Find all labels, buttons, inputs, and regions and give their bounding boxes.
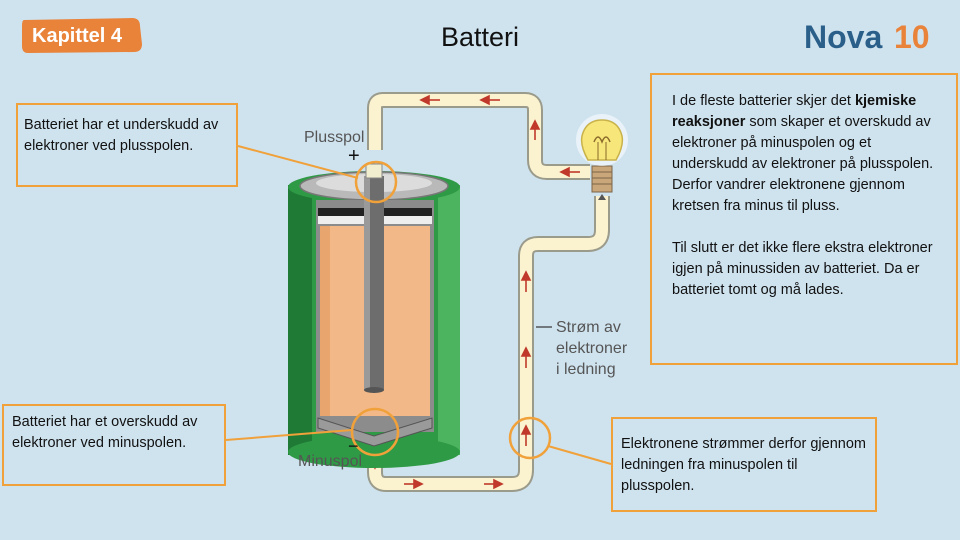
explanation-paragraph-2: Til slutt er det ikke flere ekstra elekt… — [672, 240, 933, 298]
plus-pole-label: Plusspol — [304, 129, 364, 146]
arrow-right-upper — [529, 119, 541, 140]
plus-symbol: + — [348, 145, 360, 167]
callout-flow-text: Elektronene strømmer derfor gjennom ledn… — [621, 436, 866, 494]
arrow-top-left — [419, 94, 440, 106]
chapter-badge: Kapittel 4 — [22, 18, 142, 53]
plus-pole-highlight — [354, 160, 398, 204]
arrow-right-wire-2 — [520, 346, 532, 368]
pointer-plus — [237, 145, 359, 179]
callout-minus-text: Batteriet har et overskudd av elektroner… — [12, 414, 198, 451]
logo-text: Nova — [804, 19, 882, 55]
light-bulb — [576, 114, 628, 200]
callout-flow: Elektronene strømmer derfor gjennom ledn… — [611, 417, 877, 512]
current-label-line1: Strøm av — [556, 319, 621, 336]
explanation-p1-after: som skaper et overskudd av elektroner på… — [672, 114, 934, 214]
arrow-bottom-1 — [484, 478, 504, 490]
callout-plus-side: Batteriet har et underskudd av elektrone… — [16, 103, 238, 187]
explanation-paragraph-1: I de fleste batterier skjer det kjemiske… — [672, 91, 946, 217]
callout-plus-text: Batteriet har et underskudd av elektrone… — [24, 117, 219, 154]
current-label-line2: elektroner — [556, 340, 628, 357]
battery — [288, 163, 460, 468]
arrow-bottom-2 — [404, 478, 424, 490]
arrow-right-wire-3 — [520, 424, 532, 446]
wire-highlight — [508, 416, 552, 460]
explanation-p1-bold: kjemiske reaksjoner — [672, 93, 917, 130]
logo-number: 10 — [894, 19, 930, 55]
current-label-line3: i ledning — [556, 361, 616, 378]
callout-explanation: I de fleste batterier skjer det kjemiske… — [650, 73, 958, 365]
minus-symbol: − — [348, 436, 359, 456]
explanation-p1-before: I de fleste batterier skjer det — [672, 93, 855, 109]
pointer-minus — [225, 429, 353, 441]
arrow-right-wire-1 — [520, 270, 532, 292]
nova-logo: Nova 10 — [804, 19, 930, 55]
chapter-badge-label: Kapittel 4 — [32, 25, 123, 47]
arrow-top-right — [479, 94, 500, 106]
pointer-flow — [547, 445, 612, 465]
minus-pole-highlight — [350, 407, 400, 457]
callout-minus-side: Batteriet har et overskudd av elektroner… — [2, 404, 226, 486]
arrow-to-bulb — [559, 166, 580, 178]
page-title: Batteri — [440, 22, 520, 52]
minus-pole-label: Minuspol — [298, 453, 362, 470]
